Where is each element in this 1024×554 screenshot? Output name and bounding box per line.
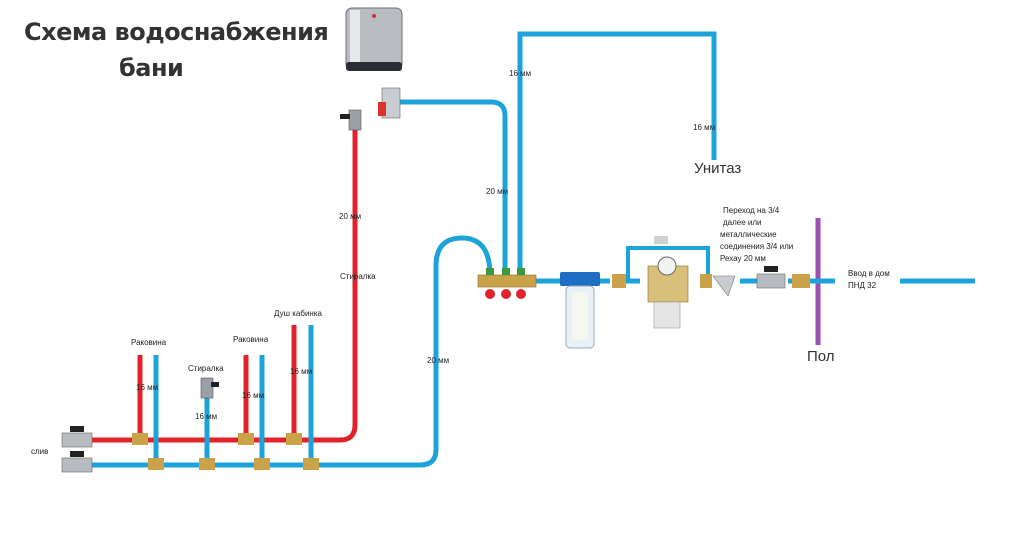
toilet-pipe-size-a: 16 мм (509, 69, 531, 78)
washer-valve (200, 377, 219, 399)
adapter-note-line3: металлические (720, 230, 777, 239)
shower-size: 16 мм (290, 367, 312, 376)
tee-hot-sink2 (238, 433, 254, 445)
manifold-riser-size: 20 мм (486, 187, 508, 196)
sink1-size: 16 мм (136, 383, 158, 392)
cold-drain-valve (61, 451, 93, 473)
hot-drain-valve (61, 426, 93, 448)
adapter-note-line4: соединения 3/4 или (720, 242, 793, 251)
entry-note-line1: Ввод в дом (848, 269, 890, 278)
sink2-size: 16 мм (242, 391, 264, 400)
entry-fitting (792, 274, 810, 288)
adapter-note-line5: Рехау 20 мм (720, 254, 766, 263)
safety-valve (378, 87, 401, 119)
shower-label: Душ кабинка (274, 309, 323, 318)
toilet-label: Унитаз (694, 160, 741, 177)
toilet-pipe (517, 31, 717, 275)
entry-ball-valve (756, 266, 786, 289)
tee-cold-washer (199, 458, 215, 470)
toilet-pipe-size-b: 16 мм (693, 123, 715, 132)
cold-manifold (477, 268, 537, 299)
washer-label: Стиралка (188, 364, 224, 373)
adapter-note-line1: Переход на 3/4 (723, 206, 780, 215)
water-filter (560, 272, 600, 349)
drain-label: слив (31, 447, 48, 456)
floor-label: Пол (807, 348, 835, 365)
check-valve (612, 274, 712, 288)
heater-cold-pipe (398, 99, 508, 275)
tee-cold-sink1 (148, 458, 164, 470)
tee-cold-sink2 (254, 458, 270, 470)
heater-riser-size: 20 мм (339, 212, 361, 221)
sink1-label: Раковина (131, 338, 167, 347)
adapter-note-line2: далее или (723, 218, 762, 227)
tee-cold-shower (303, 458, 319, 470)
hot-main-pipe (92, 125, 358, 443)
entry-note-line2: ПНД 32 (848, 281, 877, 290)
diagram-title-line2: бани (119, 54, 183, 82)
tee-hot-sink1 (132, 433, 148, 445)
cold-main-pipe (92, 235, 493, 468)
washer-riser-label: Стиралка (340, 272, 376, 281)
water-heater (345, 7, 403, 71)
pressure-reducer (647, 236, 689, 329)
diagram-title-line1: Схема водоснабжения (24, 18, 328, 46)
strainer (712, 275, 736, 297)
bypass-pipe (626, 246, 710, 281)
cold-main-size: 20 мм (427, 356, 449, 365)
heater-hot-valve (340, 109, 362, 131)
sink2-label: Раковина (233, 335, 269, 344)
washer-size: 16 мм (195, 412, 217, 421)
tee-hot-shower (286, 433, 302, 445)
